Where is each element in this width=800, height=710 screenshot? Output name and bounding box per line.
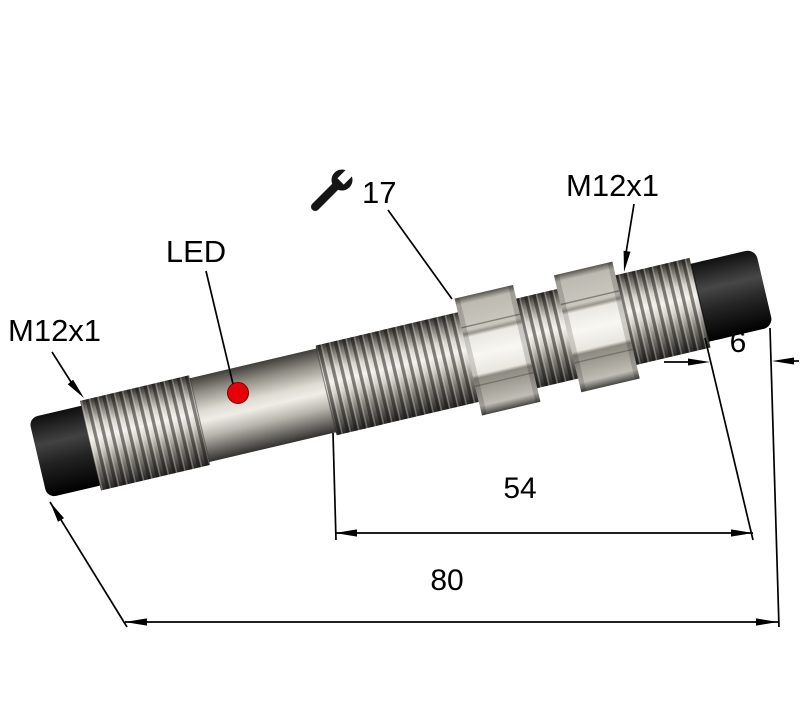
label-thread-rear: M12x1: [566, 168, 659, 203]
seam: [189, 378, 211, 463]
seam: [690, 263, 710, 342]
dimension-54-label: 54: [503, 472, 536, 505]
label-thread-front: M12x1: [8, 313, 101, 348]
led-leader-line: [205, 270, 234, 385]
thread-section-mid: [315, 312, 479, 436]
extension-line-80-left: [49, 501, 128, 628]
dimension-80-arrow-right: [756, 618, 778, 626]
extension-line-cap-end: [769, 327, 780, 628]
dimension-6-arrow-right: [772, 357, 794, 365]
dimension-6-label: 6: [730, 326, 747, 359]
thread-rear-leader-line: [625, 203, 635, 254]
front-face-arrowhead: [50, 502, 64, 522]
thread-section-front: [80, 375, 211, 491]
extension-line-cap-start: [704, 337, 754, 541]
dimension-54-arrow-left: [335, 529, 357, 537]
led-indicator-dot: [227, 382, 249, 404]
wrench-icon: [310, 164, 358, 212]
seam: [315, 347, 337, 434]
thread-front-arrowhead: [67, 379, 84, 398]
label-led: LED: [166, 234, 226, 269]
thread-section-between-nuts: [516, 288, 579, 389]
dimension-80-arrow-left: [125, 618, 147, 626]
dimension-80-label: 80: [430, 564, 463, 597]
thread-front-leader-line: [51, 351, 72, 383]
smooth-body-section: [189, 348, 336, 462]
dimension-6-arrow-left: [688, 358, 710, 366]
extension-line-54-left: [332, 432, 337, 541]
hex-nut-front: [454, 284, 541, 416]
hex-nut-rear: [553, 261, 640, 393]
thread-rear-arrowhead: [623, 250, 631, 272]
label-wrench-size: 17: [362, 175, 396, 210]
dimension-54-arrow-right: [731, 529, 753, 537]
wrench-leader-line: [387, 209, 453, 300]
thread-section-rear: [615, 257, 711, 365]
connector-cap: [690, 250, 772, 342]
sensor-body-group: [30, 250, 772, 497]
